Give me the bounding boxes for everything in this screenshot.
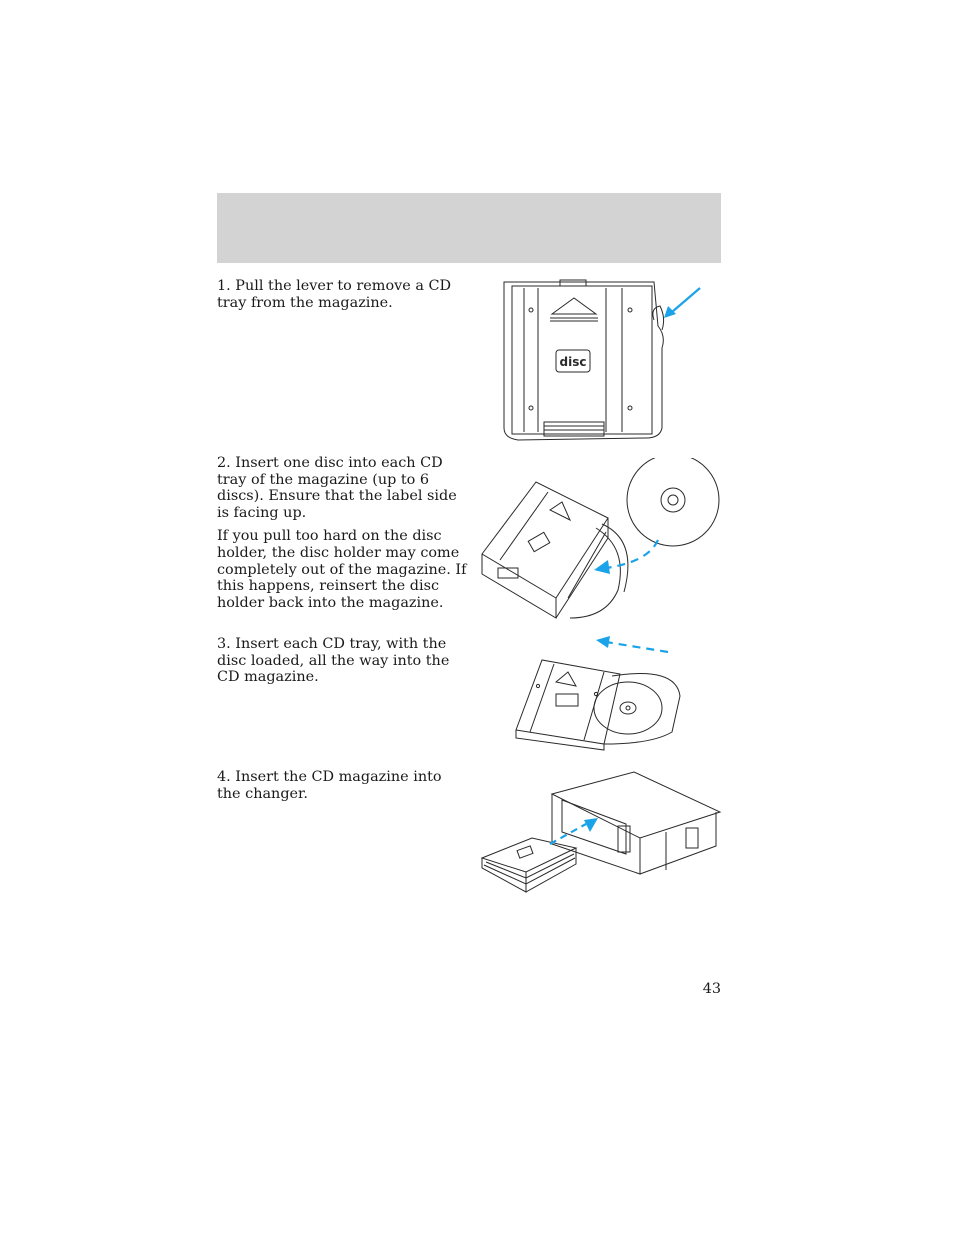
insert-magazine-figure — [480, 771, 722, 893]
step-4-text: 4. Insert the CD magazine into the chang… — [217, 769, 467, 809]
step-3-paragraph: 3. Insert each CD tray, with the disc lo… — [217, 636, 450, 686]
step-2-paragraph-1: 2. Insert one disc into each CD tray of … — [217, 455, 457, 521]
step-2-text: 2. Insert one disc into each CD tray of … — [217, 455, 467, 618]
step-1-text: 1. Pull the lever to remove a CD tray fr… — [217, 278, 467, 318]
step-2-paragraph-2: If you pull too hard on the disc holder,… — [217, 528, 467, 611]
page-number: 43 — [702, 981, 721, 997]
step-1-paragraph: 1. Pull the lever to remove a CD tray fr… — [217, 278, 452, 311]
header-band — [217, 193, 721, 263]
arrow-icon — [596, 636, 610, 648]
magazine-lever-figure: disc — [503, 279, 701, 441]
step-3-text: 3. Insert each CD tray, with the disc lo… — [217, 636, 467, 693]
disc-logo-label: disc — [560, 355, 587, 369]
insert-tray-figure — [515, 636, 681, 751]
arrow-icon — [584, 818, 598, 832]
insert-disc-figure — [481, 458, 720, 619]
arrow-icon — [664, 306, 676, 318]
step-4-paragraph: 4. Insert the CD magazine into the chang… — [217, 769, 442, 802]
arrow-icon — [594, 560, 610, 574]
